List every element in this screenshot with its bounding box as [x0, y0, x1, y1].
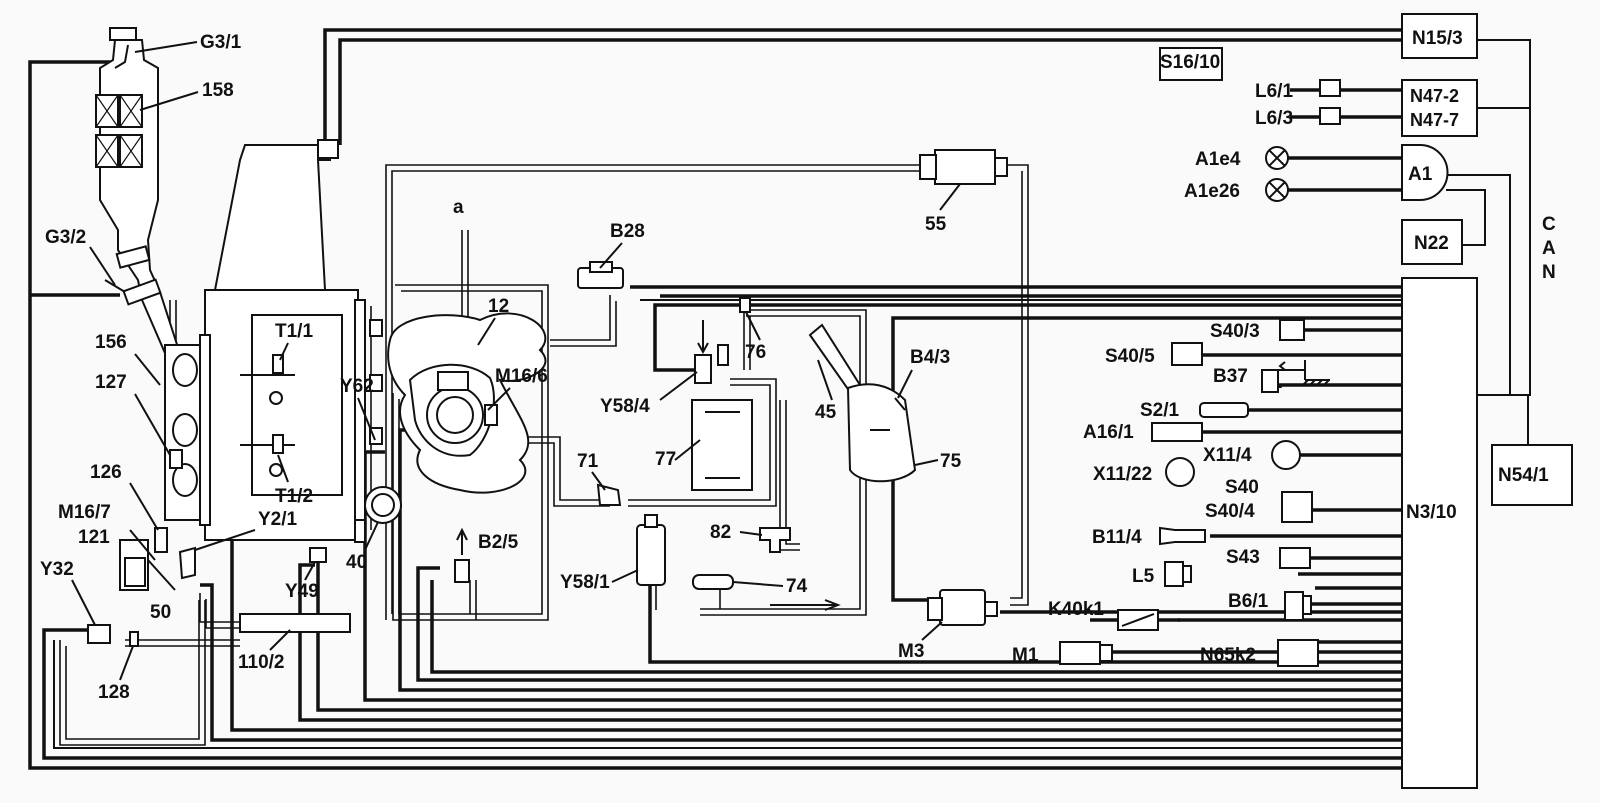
- label-55: 55: [925, 214, 947, 235]
- label-t1-2: T1/2: [275, 486, 313, 507]
- label-m16-6: M16/6: [495, 366, 548, 387]
- label-82: 82: [710, 522, 731, 543]
- box-n54-1: [1491, 444, 1573, 506]
- label-y32: Y32: [40, 559, 74, 580]
- label-m16-7: M16/7: [58, 502, 111, 523]
- label-g3-1: G3/1: [200, 32, 242, 53]
- label-n22: N22: [1414, 233, 1449, 254]
- label-s40-5: S40/5: [1105, 346, 1155, 367]
- label-n47-2: N47-2: [1410, 86, 1459, 106]
- can-bus-lines: [1446, 39, 1531, 445]
- label-s16-10: S16/10: [1160, 52, 1220, 73]
- label-71: 71: [577, 451, 599, 472]
- label-x11-22: X11/22: [1093, 464, 1152, 485]
- harness-wires: [28, 28, 1402, 770]
- can-label: C A N: [1542, 214, 1556, 283]
- svg-text:A: A: [1542, 238, 1556, 259]
- box-n3-10: [1401, 277, 1478, 789]
- label-b4-3: B4/3: [910, 347, 950, 368]
- label-y58-1: Y58/1: [560, 572, 610, 593]
- label-l6-3: L6/3: [1255, 108, 1293, 129]
- component-labels: G3/1 158 G3/2 156 127 126 M16/7 121 Y32 …: [40, 32, 1293, 703]
- engine-block: [164, 139, 366, 543]
- label-a1e26: A1e26: [1184, 181, 1240, 202]
- label-s40: S40: [1225, 477, 1259, 498]
- label-158: 158: [202, 80, 234, 101]
- label-110-2: 110/2: [238, 652, 285, 673]
- label-74: 74: [786, 576, 808, 597]
- label-l5: L5: [1132, 566, 1155, 587]
- label-m1: M1: [1012, 645, 1039, 666]
- box-n15-3: [1401, 13, 1478, 59]
- label-n54-1: N54/1: [1498, 465, 1549, 486]
- box-n47: [1401, 79, 1478, 137]
- exhaust-system: [95, 27, 184, 361]
- svg-text:N: N: [1542, 262, 1556, 283]
- label-75: 75: [940, 451, 962, 472]
- vacuum-hoses: [59, 164, 1029, 746]
- label-g3-2: G3/2: [45, 227, 86, 248]
- label-l6-1: L6/1: [1255, 81, 1293, 102]
- label-40: 40: [346, 552, 367, 573]
- label-45: 45: [815, 402, 837, 423]
- label-s43: S43: [1226, 547, 1260, 568]
- intake-manifold: [364, 312, 547, 583]
- label-y58-4: Y58/4: [600, 396, 650, 417]
- label-s2-1: S2/1: [1140, 400, 1180, 421]
- label-77: 77: [655, 449, 676, 470]
- label-b6-1: B6/1: [1228, 591, 1269, 612]
- label-127: 127: [95, 372, 127, 393]
- label-n3-10: N3/10: [1406, 502, 1457, 523]
- label-t1-1: T1/1: [275, 321, 313, 342]
- vacuum-components: [577, 261, 841, 611]
- label-y62: Y62: [340, 376, 374, 397]
- label-a: a: [453, 197, 464, 218]
- box-a1: [1401, 144, 1449, 201]
- label-x11-4: X11/4: [1203, 445, 1252, 466]
- fuel-system: [808, 149, 1008, 626]
- box-n22: [1401, 219, 1463, 265]
- label-n15-3: N15/3: [1412, 28, 1463, 49]
- label-k40k1: K40k1: [1048, 599, 1104, 620]
- label-b37: B37: [1213, 366, 1248, 387]
- label-n65k2: N65k2: [1200, 645, 1256, 666]
- module-boxes: N15/3 N47-2 N47-7 A1 N22 N3/10 N54/1 S16…: [1160, 13, 1573, 789]
- label-s40-4: S40/4: [1205, 501, 1255, 522]
- label-128: 128: [98, 682, 130, 703]
- right-components: [1059, 47, 1341, 667]
- label-y2-1: Y2/1: [258, 509, 298, 530]
- label-50: 50: [150, 602, 171, 623]
- label-156: 156: [95, 332, 127, 353]
- label-b11-4: B11/4: [1092, 527, 1142, 548]
- label-121: 121: [78, 527, 110, 548]
- svg-text:C: C: [1542, 214, 1556, 235]
- label-b28: B28: [610, 221, 645, 242]
- label-a1e4: A1e4: [1195, 149, 1241, 170]
- left-components: [87, 449, 351, 647]
- label-b2-5: B2/5: [478, 532, 519, 553]
- label-a1: A1: [1408, 164, 1433, 185]
- label-m3: M3: [898, 641, 924, 662]
- label-12: 12: [488, 296, 509, 317]
- label-126: 126: [90, 462, 122, 483]
- label-a16-1: A16/1: [1083, 422, 1134, 443]
- label-s40-3: S40/3: [1210, 321, 1260, 342]
- label-y49: Y49: [285, 581, 319, 602]
- label-n47-7: N47-7: [1410, 110, 1459, 130]
- label-76: 76: [745, 342, 766, 363]
